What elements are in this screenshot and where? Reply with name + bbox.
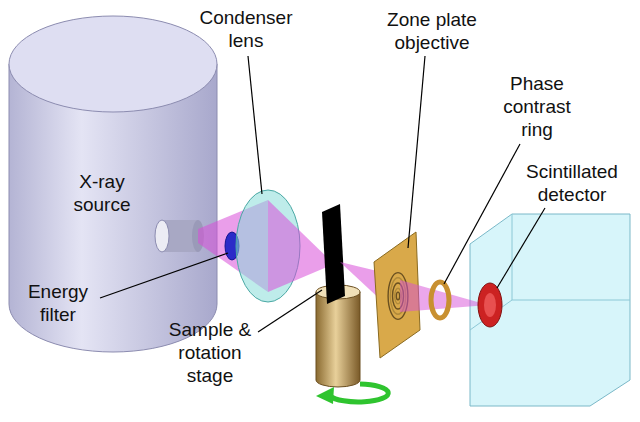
rotation-arrow [330, 384, 388, 402]
source-label: X-ray source [50, 170, 154, 216]
part-label: Scintillated detector [510, 160, 634, 206]
zone-ring [396, 292, 399, 300]
xray-source-housing: X-ray source [4, 12, 226, 362]
nozzle-face [155, 220, 169, 252]
part-label: Phase contrast ring [487, 72, 587, 141]
rotation-arrowhead [316, 387, 334, 404]
part-label: Energy filter [12, 280, 104, 326]
rotation-stage [316, 292, 360, 387]
phase-ring [431, 282, 449, 318]
sample [322, 204, 345, 304]
leader-line [258, 290, 322, 332]
part-label: Condenser lens [184, 6, 308, 52]
part-label: Zone plate objective [370, 8, 494, 54]
leader-line [408, 56, 425, 248]
leader-line [248, 56, 262, 194]
leader-line [497, 208, 545, 288]
leader-line [100, 253, 228, 298]
detector-housing-edges [470, 214, 630, 330]
leader-line [444, 144, 520, 284]
detector-housing [470, 214, 630, 406]
part-label: Sample & rotation stage [158, 318, 262, 387]
cylinder-top [9, 16, 217, 112]
detector-disc-center [484, 293, 496, 317]
detector-disc [478, 283, 502, 327]
